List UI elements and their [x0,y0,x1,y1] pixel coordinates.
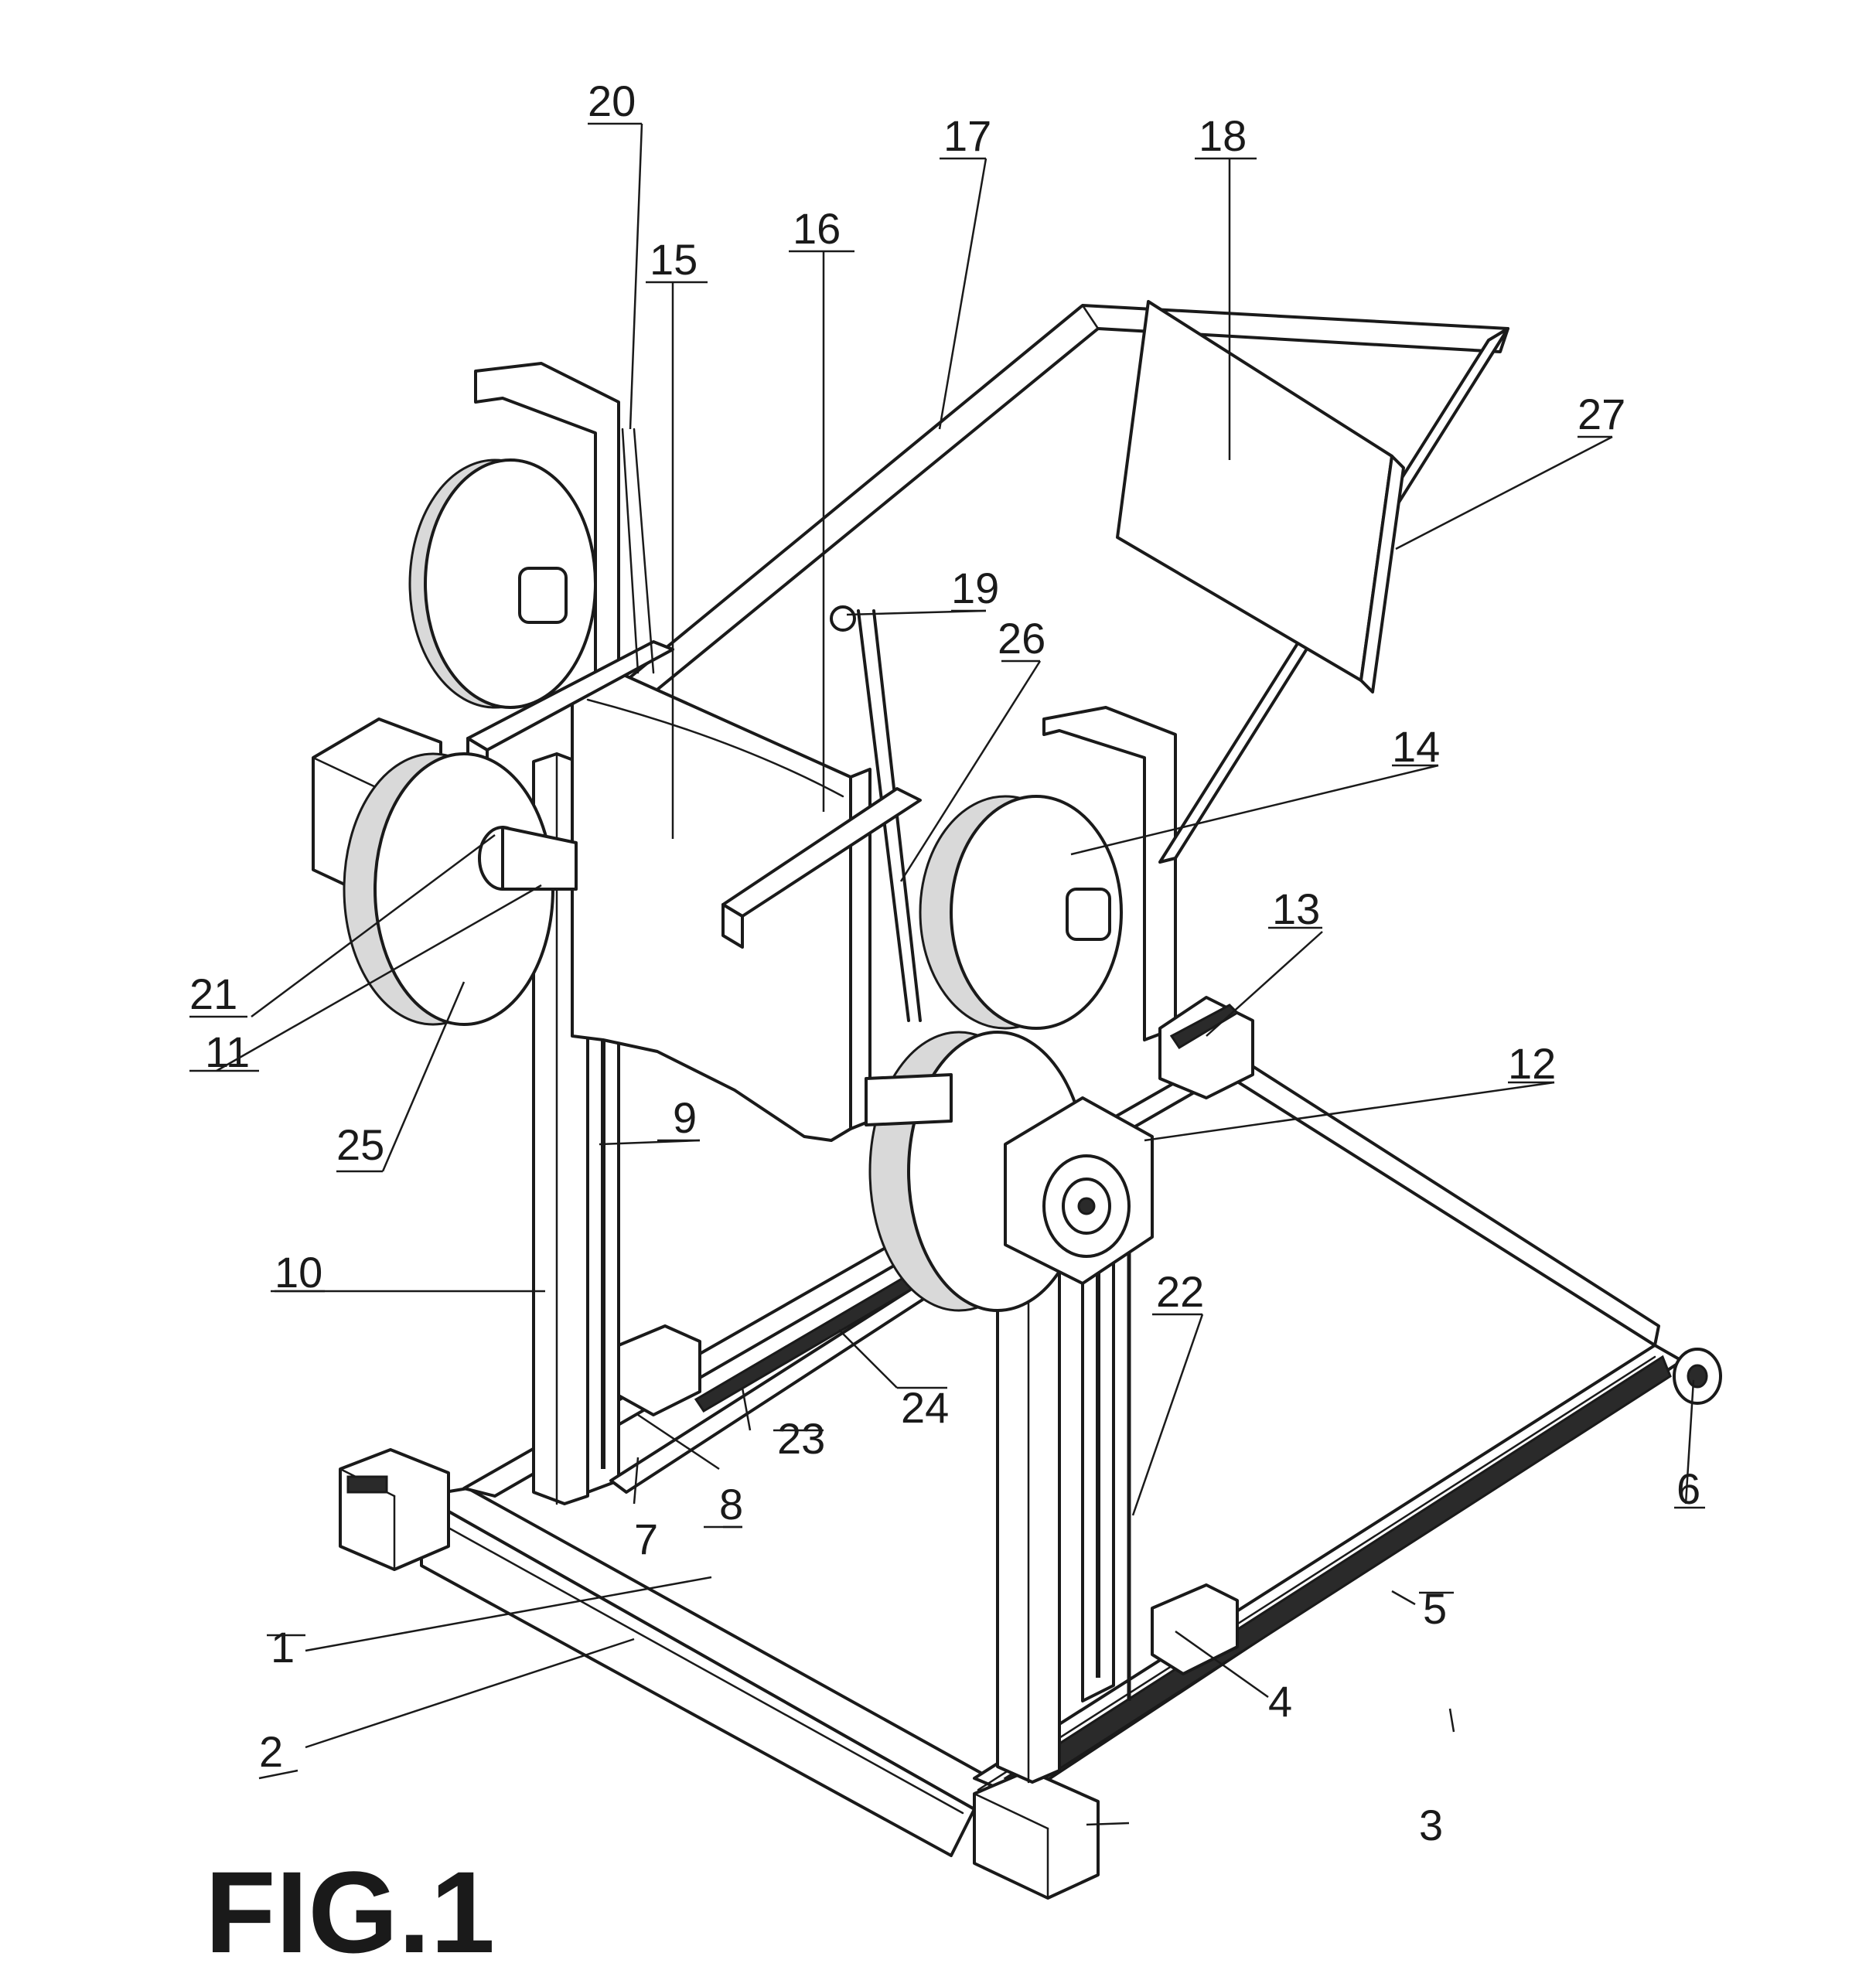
lower-drum-axle [865,1073,953,1126]
ref-label-19: 19 [951,564,999,612]
leader-20 [629,123,643,430]
leader-21 [251,833,496,1018]
front-base-beam-side [420,1495,976,1857]
figure-caption: FIG.1 [205,1847,495,1977]
leader-5 [1391,1590,1416,1606]
ref-label-7: 7 [634,1515,658,1563]
ref-label-15: 15 [650,235,698,284]
ref-label-11: 11 [205,1028,250,1076]
leader-6 [1684,1379,1695,1505]
ref-label-22: 22 [1156,1267,1204,1316]
ref-label-3: 3 [1419,1801,1443,1849]
rod-pin [830,605,856,632]
leader-22 [1131,1314,1204,1516]
leader-24 [838,1329,898,1389]
ref-label-25: 25 [336,1120,384,1169]
leader-27 [1395,435,1613,550]
front-base-beam [420,1487,999,1811]
seat-assembly [466,428,922,1142]
leader-11 [216,884,542,1072]
leader-23 [741,1387,752,1431]
ref-label-9: 9 [673,1093,697,1142]
ref-label-14: 14 [1392,722,1440,771]
back-plate [1116,300,1393,682]
leader-8 [637,1413,720,1471]
leader-7 [633,1457,640,1505]
ref-label-24: 24 [901,1383,949,1432]
drums [312,458,1254,1312]
ref-label-21: 21 [189,970,237,1018]
right-upper-drum-hub [1066,888,1111,941]
ref-label-12: 12 [1508,1039,1556,1088]
leader-2 [305,1638,635,1749]
leader-12 [1144,1081,1555,1142]
ref-label-16: 16 [793,204,841,253]
upper-left-drum-hub [518,567,568,624]
rear-carriage [617,1324,701,1416]
ref-label-18: 18 [1199,111,1247,160]
leader-4 [1175,1630,1269,1699]
columns [474,362,1177,1784]
ref-label-5: 5 [1423,1584,1447,1633]
left-motor-fins [346,1475,388,1494]
right-upper-drum [950,795,1123,1030]
leader-14 [1070,764,1439,856]
ref-label-10: 10 [275,1248,322,1297]
right-motor-13 [1158,996,1254,1099]
upper-left-drum [424,458,597,709]
leader-26 [899,660,1042,882]
leader-13 [1206,931,1323,1037]
leader-25 [381,981,466,1172]
ref-label-8: 8 [719,1480,743,1529]
leader-17 [938,158,987,430]
ref-label-23: 23 [777,1414,825,1463]
belt-carriage [1151,1583,1239,1675]
ref-label-26: 26 [998,614,1045,663]
ref-label-4: 4 [1268,1677,1292,1726]
ref-label-6: 6 [1676,1464,1700,1513]
ref-label-27: 27 [1578,390,1625,438]
leader-1 [305,1576,712,1652]
reference-labels: 1 2 3 4 5 6 7 8 9 10 11 12 13 14 15 16 1… [189,77,1700,1849]
right-corner-motor [973,1769,1100,1900]
back-right-base-beam [1213,1050,1660,1347]
ref-label-17: 17 [943,111,991,160]
leader-3 [1086,1822,1130,1826]
top-frame [625,300,1509,1022]
leader-lines [189,122,1705,1826]
left-drum-axle [501,826,578,891]
back-plate-edge [1359,455,1405,694]
seat-panel [571,671,852,1142]
ref-label-20: 20 [588,77,636,125]
ref-label-2: 2 [259,1727,283,1776]
rear-right-upright [1042,706,1177,1041]
seat-panel-curve [586,698,844,798]
right-armrest-end [721,903,744,949]
ref-label-1: 1 [271,1623,295,1672]
ref-label-13: 13 [1272,884,1320,933]
